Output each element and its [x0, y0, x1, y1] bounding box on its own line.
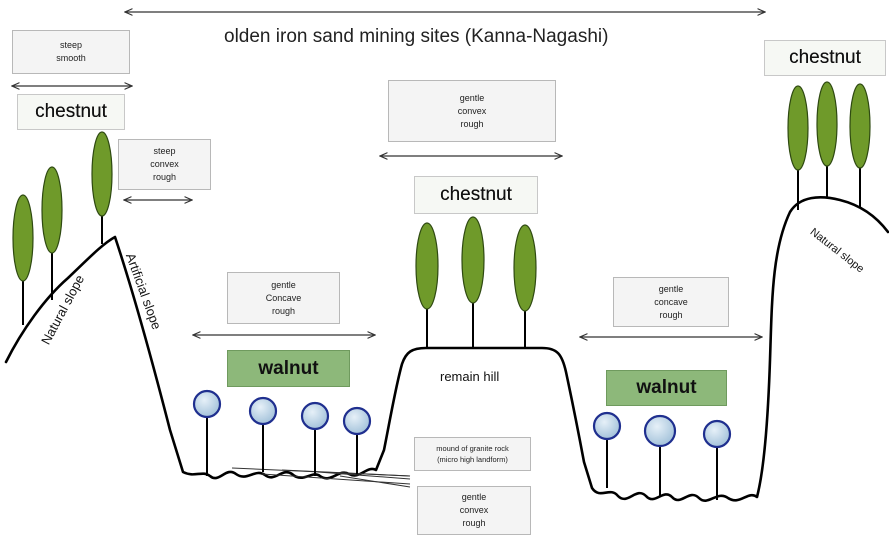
chestnut-label-right: chestnut — [764, 40, 886, 76]
steep-convex-rough-line3: rough — [152, 172, 177, 182]
walnut-tree — [592, 411, 622, 488]
chestnut-tree — [849, 83, 871, 208]
chestnut-tree — [91, 131, 113, 244]
gentle-concave-right-line3: rough — [659, 309, 683, 320]
terrain-profile — [4, 196, 889, 502]
gentle-concave-right-line1: gentle — [658, 283, 684, 294]
mound-leader-lines — [231, 467, 411, 488]
gentle-concave-left-line2: Concave — [265, 292, 302, 303]
gentle-convex-bottom-line1: gentle — [461, 492, 487, 502]
walnut-label-left: walnut — [227, 350, 350, 387]
gentle-convex-bottom-line3: rough — [462, 518, 486, 528]
steep-smooth-box: steep smooth — [12, 30, 130, 74]
chestnut-tree — [415, 222, 439, 348]
mound-note-box: mound of granite rock (micro high landfo… — [414, 437, 531, 471]
steep-convex-rough-line1: steep — [153, 146, 176, 156]
chestnut-tree — [787, 85, 809, 210]
walnut-label-right: walnut — [606, 370, 727, 406]
gentle-convex-bottom-box: gentle convex rough — [417, 486, 531, 535]
remain-hill-label: remain hill — [440, 369, 500, 384]
walnut-tree — [342, 406, 372, 474]
walnut-tree — [300, 401, 330, 476]
diagram-title: olden iron sand mining sites (Kanna-Naga… — [224, 26, 609, 47]
chestnut-label-left: chestnut — [17, 94, 125, 130]
chestnut-tree — [816, 81, 838, 198]
steep-convex-rough-line2: convex — [150, 159, 179, 169]
gentle-convex-top-line3: rough — [460, 118, 484, 129]
walnut-tree — [248, 396, 278, 472]
gentle-concave-right-box: gentle concave rough — [613, 277, 729, 327]
gentle-convex-top-box: gentle convex rough — [388, 80, 556, 142]
gentle-convex-top-line1: gentle — [459, 92, 485, 103]
chestnut-tree — [513, 224, 537, 348]
mound-note-line2: (micro high landform) — [437, 455, 508, 464]
chestnut-tree — [12, 194, 34, 325]
gentle-convex-bottom-line2: convex — [459, 505, 489, 515]
chestnut-label-center: chestnut — [414, 176, 538, 214]
walnut-tree — [643, 414, 677, 496]
gentle-concave-left-line3: rough — [271, 305, 296, 316]
gentle-concave-left-box: gentle Concave rough — [227, 272, 340, 324]
chestnut-tree — [41, 166, 63, 300]
gentle-convex-top-line2: convex — [457, 105, 487, 116]
steep-smooth-line1: steep — [59, 40, 83, 50]
walnut-tree — [192, 389, 222, 476]
gentle-concave-left-line1: gentle — [271, 279, 296, 290]
gentle-concave-right-line2: concave — [654, 296, 688, 307]
chestnut-tree — [461, 216, 485, 348]
mound-note-line1: mound of granite rock — [436, 444, 509, 453]
steep-smooth-line2: smooth — [56, 53, 86, 63]
walnut-tree — [702, 419, 732, 500]
steep-convex-rough-box: steep convex rough — [118, 139, 211, 190]
